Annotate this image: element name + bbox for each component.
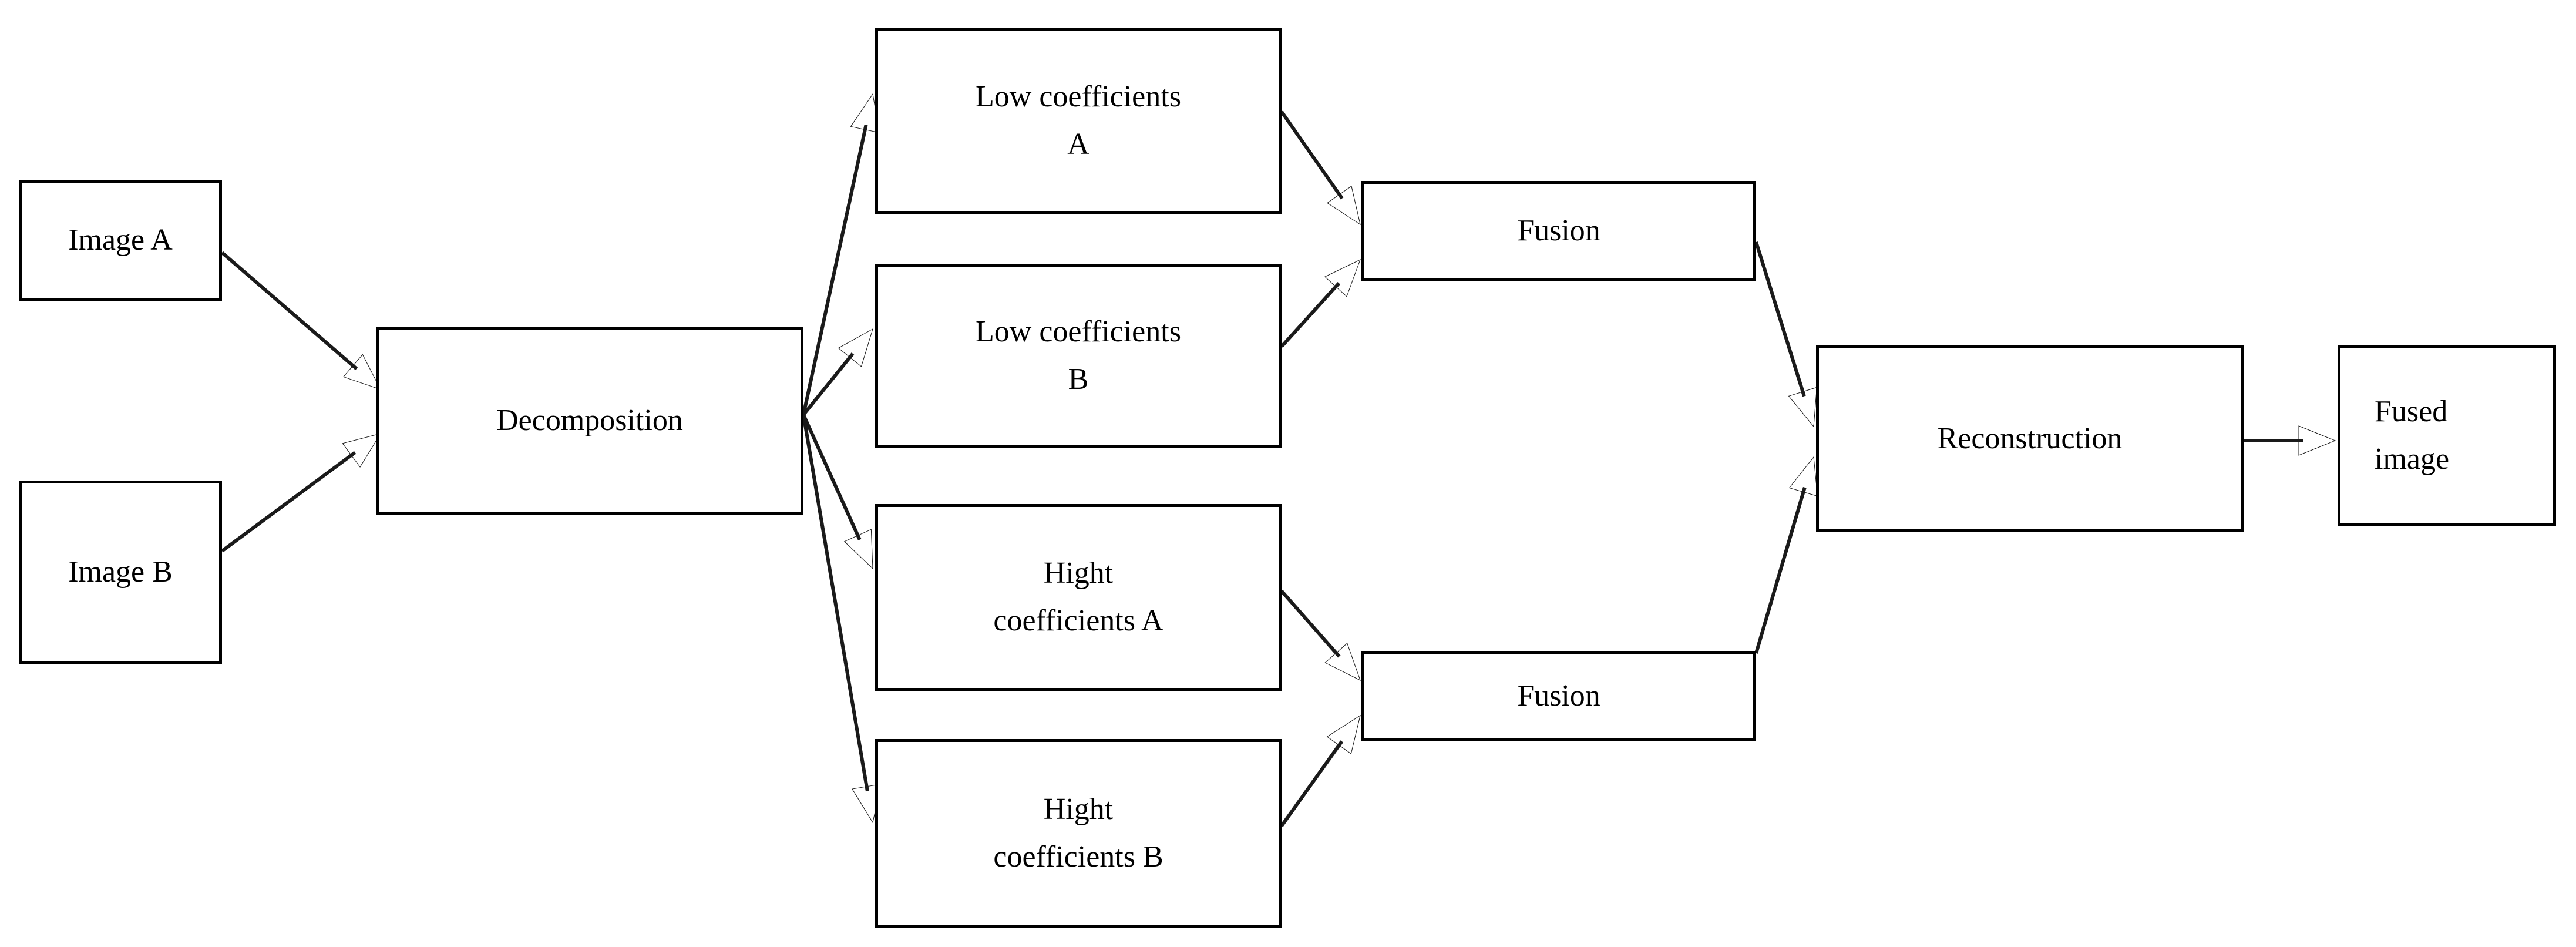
arrowhead-icon xyxy=(342,433,382,468)
arrowhead-icon xyxy=(2298,425,2336,456)
node-label-line: Image B xyxy=(68,555,173,589)
edge-line xyxy=(221,451,357,553)
node-label-line: Hight xyxy=(1043,792,1114,827)
edge-line xyxy=(802,125,868,415)
node-high-coeff-a[interactable]: Hight coefficients A xyxy=(875,504,1282,691)
arrowhead-icon xyxy=(1788,387,1817,428)
arrowhead-icon xyxy=(843,529,873,570)
node-label-line: Hight xyxy=(1043,556,1114,590)
arrowhead-icon xyxy=(342,354,382,390)
edge-line xyxy=(1280,740,1344,827)
edge-line xyxy=(802,414,869,792)
arrowhead-icon xyxy=(1788,456,1818,497)
edge-line xyxy=(1754,486,1807,654)
arrowhead-icon xyxy=(1324,643,1361,681)
arrowhead-icon xyxy=(1327,186,1361,226)
edge-high-coeff-a-to-fusion-high xyxy=(1280,590,1361,681)
edge-low-coeff-b-to-fusion-low xyxy=(1280,259,1361,348)
node-high-coeff-b[interactable]: Hight coefficients B xyxy=(875,739,1282,928)
node-fused-image[interactable]: Fused image xyxy=(2338,345,2556,526)
edge-high-coeff-b-to-fusion-high xyxy=(1280,714,1361,827)
edge-decomposition-to-low-coeff-b xyxy=(802,328,873,416)
edge-image-a-to-decomposition xyxy=(221,251,382,390)
edge-image-b-to-decomposition xyxy=(221,433,382,553)
node-label-line: coefficients B xyxy=(993,840,1163,874)
arrowhead-icon xyxy=(1326,714,1361,754)
node-image-a[interactable]: Image A xyxy=(19,180,222,301)
node-label-line: Decomposition xyxy=(496,403,683,437)
node-image-b[interactable]: Image B xyxy=(19,481,222,664)
edge-line xyxy=(1280,282,1340,348)
node-label-line: image xyxy=(2375,442,2450,476)
edge-decomposition-to-high-coeff-a xyxy=(802,414,873,570)
node-label-line: A xyxy=(1067,127,1089,161)
node-label-line: Fusion xyxy=(1517,679,1600,713)
edge-line xyxy=(1280,110,1344,200)
node-label-line: Image A xyxy=(68,223,173,257)
edge-fusion-high-to-reconstruction xyxy=(1754,456,1818,654)
edge-reconstruction-to-fused-image xyxy=(2244,425,2336,456)
node-label-line: Low coefficients xyxy=(976,80,1181,114)
edge-line xyxy=(802,352,855,416)
edge-low-coeff-a-to-fusion-low xyxy=(1280,110,1361,226)
arrowhead-icon xyxy=(1324,259,1361,297)
node-label-line: B xyxy=(1068,362,1089,396)
node-label-line: Fusion xyxy=(1517,213,1600,247)
edge-line xyxy=(1280,590,1341,658)
edge-line xyxy=(802,414,862,540)
node-fusion-high[interactable]: Fusion xyxy=(1361,651,1756,741)
node-label-line: Fused xyxy=(2375,395,2448,429)
node-label-line: coefficients A xyxy=(993,604,1163,637)
edge-line xyxy=(1754,241,1806,397)
edge-fusion-low-to-reconstruction xyxy=(1754,241,1817,428)
edge-line xyxy=(221,251,358,370)
edge-decomposition-to-high-coeff-b xyxy=(802,414,882,824)
node-label-line: Reconstruction xyxy=(1937,421,2123,455)
arrowhead-icon xyxy=(838,328,873,367)
node-reconstruction[interactable]: Reconstruction xyxy=(1816,345,2244,532)
node-fusion-low[interactable]: Fusion xyxy=(1361,181,1756,281)
node-decomposition[interactable]: Decomposition xyxy=(376,327,803,515)
node-label-line: Low coefficients xyxy=(976,315,1181,349)
